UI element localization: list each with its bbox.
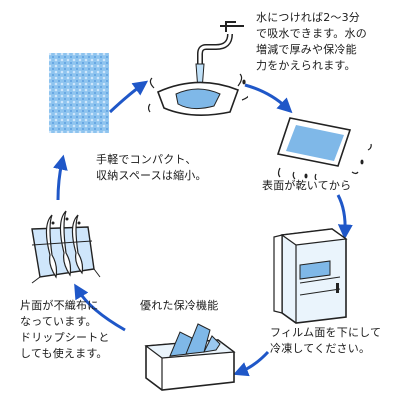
gel-sheet-icon	[48, 52, 110, 134]
arrow-fish-to-sheet	[53, 154, 68, 201]
fish-in-bag-icon	[22, 205, 102, 285]
arrow-sheet-to-sink	[108, 80, 149, 114]
arrow-sheet-to-freezer	[336, 194, 353, 240]
wet-sheet-icon	[272, 110, 382, 180]
arrow-cooler-to-fish	[74, 283, 126, 332]
dry-instruction-text: 表面が乾いてから	[262, 179, 352, 192]
compact-storage-text: 手軽でコンパクト、 収納スペースは縮小。	[96, 153, 207, 182]
soak-instruction-text: 水につければ2～3分 で吸水できます。水の 増減で厚みや保冷能 力をかえられます…	[256, 11, 367, 72]
faucet-sink-icon	[148, 12, 248, 122]
arrow-sink-to-sheet	[244, 83, 293, 114]
cooler-box-icon	[140, 318, 240, 394]
freeze-instruction-text: フィルム面を下にして 冷凍してください。	[270, 326, 382, 355]
drip-sheet-text: 片面が不織布に なっています。 ドリップシートと しても使えます。	[20, 299, 110, 360]
cooling-function-text: 優れた保冷機能	[140, 299, 219, 312]
arrow-freezer-to-cooler	[233, 350, 270, 377]
freezer-icon	[270, 225, 360, 325]
